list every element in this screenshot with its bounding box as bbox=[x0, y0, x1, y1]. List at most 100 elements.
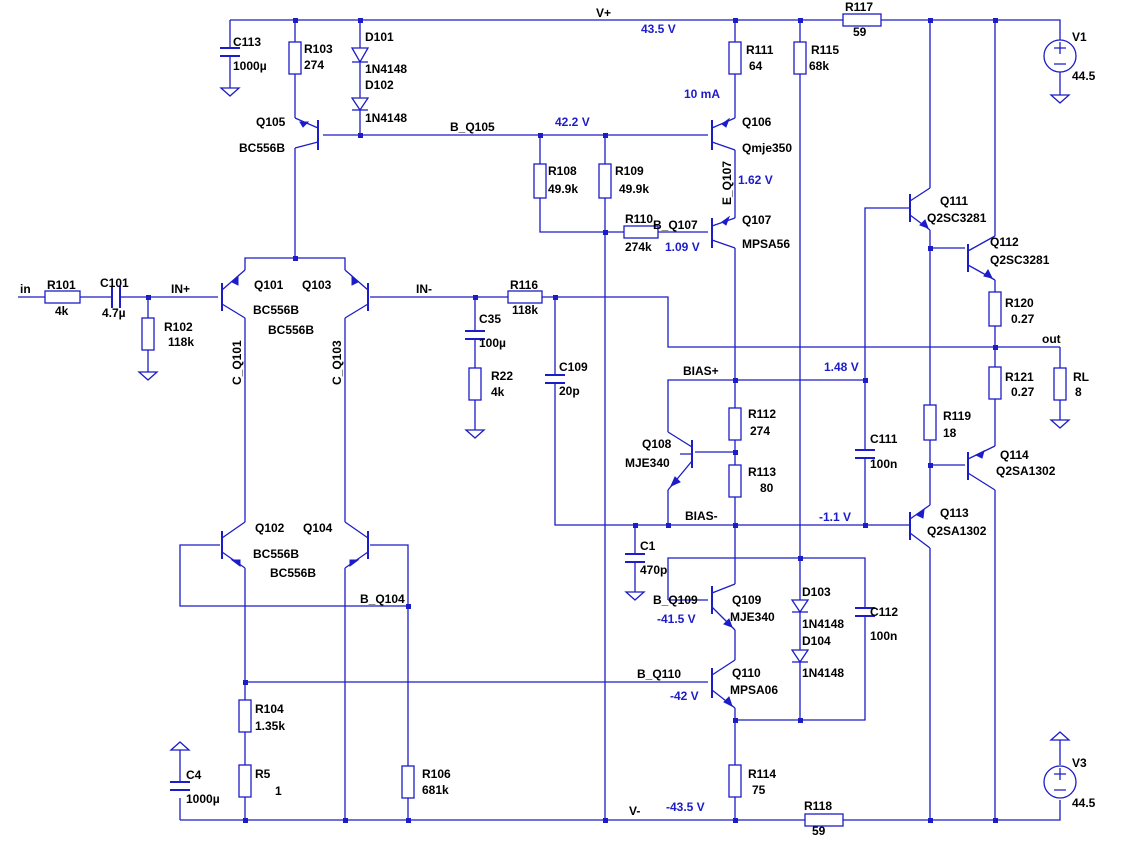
net-label-b-q105: B_Q105 bbox=[450, 120, 495, 134]
q101-name-label: Q101 bbox=[254, 278, 284, 292]
r106-value-label: 681k bbox=[422, 783, 449, 797]
d104-name-label: D104 bbox=[802, 634, 831, 648]
net-label-in-minus: IN- bbox=[416, 282, 432, 296]
voltage-source-v1 bbox=[1043, 39, 1077, 73]
net-label-c-q101: C_Q101 bbox=[230, 340, 244, 385]
net-label-vminus: V- bbox=[629, 804, 640, 818]
q114-value-label: Q2SA1302 bbox=[996, 464, 1056, 478]
q104-name-label: Q104 bbox=[303, 521, 333, 535]
resistor-r118 bbox=[804, 813, 844, 827]
c4-name-label: C4 bbox=[186, 768, 202, 782]
c111-name-label: C111 bbox=[870, 432, 898, 446]
transistor-q104 bbox=[344, 521, 369, 569]
r119-name-label: R119 bbox=[943, 409, 971, 423]
ground-icon bbox=[1049, 419, 1071, 429]
q112-value-label: Q2SC3281 bbox=[990, 253, 1050, 267]
diodes bbox=[350, 47, 810, 664]
diode-d104 bbox=[790, 649, 810, 664]
wires bbox=[18, 19, 1061, 821]
r112-value-label: 274 bbox=[750, 424, 770, 438]
ground-icon bbox=[1049, 731, 1071, 741]
q108-name-label: Q108 bbox=[642, 437, 672, 451]
q106-value-label: Qmje350 bbox=[742, 141, 792, 155]
d101-name-label: D101 bbox=[365, 30, 394, 44]
q112-name-label: Q112 bbox=[990, 235, 1019, 249]
c101-value-label: 4.7µ bbox=[102, 306, 126, 320]
r104-value-label: 1.35k bbox=[255, 719, 285, 733]
meas-i-q106: 10 mA bbox=[684, 87, 720, 101]
ground-symbols bbox=[137, 87, 1071, 770]
d102-name-label: D102 bbox=[365, 78, 394, 92]
capacitor-c1 bbox=[625, 553, 645, 563]
q107-value-label: MPSA56 bbox=[742, 237, 790, 251]
c112-name-label: C112 bbox=[870, 605, 898, 619]
resistor-r112 bbox=[728, 407, 742, 441]
r22-name-label: R22 bbox=[491, 369, 513, 383]
net-label-bias-plus: BIAS+ bbox=[683, 364, 719, 378]
voltage-source-v3 bbox=[1043, 765, 1077, 799]
q105-value-label: BC556B bbox=[239, 141, 285, 155]
resistor-r110 bbox=[623, 225, 659, 239]
net-label-e-q107: E_Q107 bbox=[720, 161, 734, 205]
r117-name-label: R117 bbox=[845, 0, 873, 14]
c113-value-label: 1000µ bbox=[233, 59, 267, 73]
c109-value-label: 20p bbox=[559, 384, 580, 398]
v1-name-label: V1 bbox=[1072, 30, 1087, 44]
rl-name-label: RL bbox=[1073, 370, 1089, 384]
capacitor-c113 bbox=[220, 47, 240, 57]
q109-name-label: Q109 bbox=[732, 593, 762, 607]
r101-value-label: 4k bbox=[55, 304, 69, 318]
transistor-q109 bbox=[711, 583, 736, 631]
resistor-r119 bbox=[923, 404, 937, 441]
transistor-q113 bbox=[909, 504, 931, 549]
v3-value-label: 44.5 bbox=[1072, 796, 1096, 810]
sources bbox=[1043, 39, 1077, 799]
q111-value-label: Q2SC3281 bbox=[927, 211, 987, 225]
q101-value-label: BC556B bbox=[253, 303, 299, 317]
q107-name-label: Q107 bbox=[742, 213, 772, 227]
r115-name-label: R115 bbox=[811, 43, 839, 57]
r120-name-label: R120 bbox=[1005, 296, 1034, 310]
d103-value-label: 1N4148 bbox=[802, 617, 844, 631]
capacitor-c35 bbox=[465, 330, 485, 340]
net-label-in: in bbox=[20, 282, 31, 296]
rl-value-label: 8 bbox=[1075, 385, 1082, 399]
net-label-vplus: V+ bbox=[596, 6, 611, 20]
r112-name-label: R112 bbox=[748, 407, 776, 421]
transistor-q105 bbox=[294, 117, 319, 150]
r102-value-label: 118k bbox=[168, 335, 194, 349]
c4-value-label: 1000µ bbox=[186, 792, 220, 806]
transistor-q107 bbox=[711, 215, 736, 249]
capacitor-c109 bbox=[545, 374, 565, 384]
ground-icon bbox=[624, 591, 646, 601]
c109-name-label: C109 bbox=[559, 360, 588, 374]
meas-rail-pos: 43.5 V bbox=[641, 22, 676, 36]
measurements: 43.5 V -43.5 V 10 mA 42.2 V 1.62 V 1.09 … bbox=[555, 22, 859, 814]
capacitor-c111 bbox=[855, 449, 875, 459]
r22-value-label: 4k bbox=[491, 385, 505, 399]
net-labels: V+ V- in IN+ IN- out B_Q105 B_Q107 E_Q10… bbox=[20, 6, 1061, 818]
net-label-c-q103: C_Q103 bbox=[330, 340, 344, 385]
r116-value-label: 118k bbox=[512, 303, 538, 317]
d104-value-label: 1N4148 bbox=[802, 666, 844, 680]
r111-value-label: 64 bbox=[749, 59, 763, 73]
r108-value-label: 49.9k bbox=[548, 182, 578, 196]
r115-value-label: 68k bbox=[809, 59, 829, 73]
r109-value-label: 49.9k bbox=[619, 182, 649, 196]
resistor-r104 bbox=[238, 699, 252, 733]
r116-name-label: R116 bbox=[510, 278, 538, 292]
resistor-r103 bbox=[288, 41, 302, 75]
resistor-r115 bbox=[793, 41, 807, 75]
q110-value-label: MPSA06 bbox=[730, 683, 778, 697]
c113-name-label: C113 bbox=[233, 35, 261, 49]
transistor-q110 bbox=[711, 659, 736, 709]
transistor-q102 bbox=[221, 521, 246, 569]
r121-value-label: 0.27 bbox=[1011, 385, 1035, 399]
r113-name-label: R113 bbox=[748, 465, 776, 479]
ground-icon bbox=[464, 429, 486, 439]
q102-name-label: Q102 bbox=[255, 521, 285, 535]
transistor-q106 bbox=[711, 117, 736, 151]
r103-value-label: 274 bbox=[304, 58, 324, 72]
q102-value-label: BC556B bbox=[253, 547, 299, 561]
